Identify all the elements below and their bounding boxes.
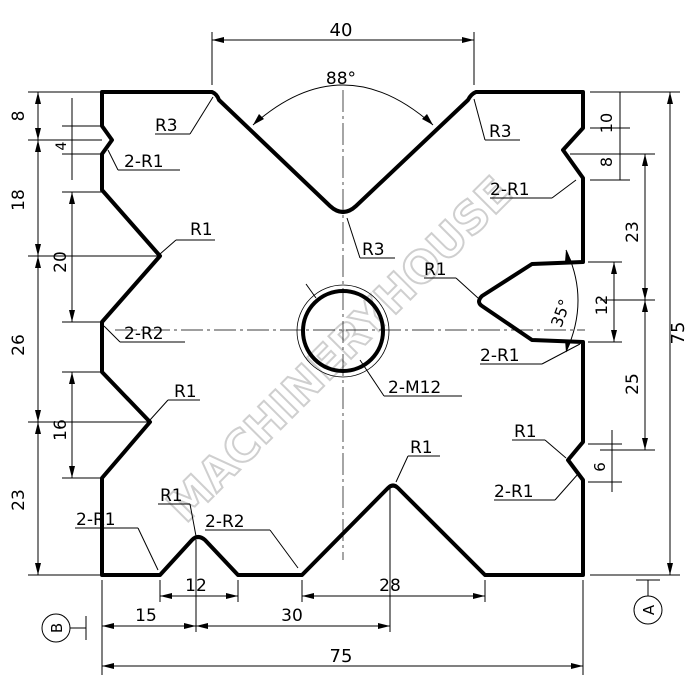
dim-v-angle-top: 88° xyxy=(326,69,356,89)
dim-right-10: 10 xyxy=(597,113,616,133)
dim-right-6: 6 xyxy=(591,462,609,472)
dim-bottom-30: 30 xyxy=(281,606,303,626)
dim-hole: 2-M12 xyxy=(388,378,441,398)
dim-right-2r1-mid: 2-R1 xyxy=(480,346,520,366)
dim-left-2r1: 2-R1 xyxy=(124,152,164,172)
dim-left-r1-upper: R1 xyxy=(190,220,213,240)
dim-bottom-r1: R1 xyxy=(160,486,183,506)
dim-right-25: 25 xyxy=(623,373,643,395)
dim-r3-right: R3 xyxy=(489,122,512,142)
part-outline xyxy=(100,90,585,577)
dim-left-18: 18 xyxy=(9,189,29,211)
dim-left-2r2: 2-R2 xyxy=(124,324,164,344)
datum-a-label: A xyxy=(640,604,658,615)
dim-right-2r1-lower: 2-R1 xyxy=(494,482,534,502)
thread-circle xyxy=(296,284,390,378)
dim-bottom-75: 75 xyxy=(330,646,353,667)
dim-right-75: 75 xyxy=(668,322,689,345)
dim-top-width: 40 xyxy=(330,20,353,41)
dim-bottom-28: 28 xyxy=(379,576,401,596)
dim-left-r1-lower: R1 xyxy=(174,382,197,402)
dim-right-35: 35° xyxy=(547,297,575,330)
dim-right-12: 12 xyxy=(592,295,611,315)
dim-left-26: 26 xyxy=(9,334,29,356)
dim-r3-bottom: R3 xyxy=(362,240,385,260)
dim-bottom-15: 15 xyxy=(135,606,157,626)
dim-bottom-12: 12 xyxy=(185,576,207,596)
dim-right-r1: R1 xyxy=(424,260,447,280)
dim-right-8: 8 xyxy=(597,157,616,167)
dim-right-2r1-upper: 2-R1 xyxy=(490,180,530,200)
dim-right-23: 23 xyxy=(623,221,643,243)
dim-bottom-2r1: 2-R1 xyxy=(76,510,116,530)
dim-left-20: 20 xyxy=(51,251,71,273)
datum-a-circle xyxy=(633,595,663,625)
dim-left-8: 8 xyxy=(9,111,29,122)
dim-bottom-2r2: 2-R2 xyxy=(205,512,245,532)
dim-right-r1-lower: R1 xyxy=(514,422,537,442)
datum-b-label: B xyxy=(48,623,66,633)
dim-r3-left: R3 xyxy=(155,116,178,136)
dim-bottom-r1-right: R1 xyxy=(410,438,433,458)
dim-left-23: 23 xyxy=(9,489,29,511)
dim-left-16: 16 xyxy=(51,419,71,441)
threaded-hole xyxy=(301,289,385,373)
dim-left-4: 4 xyxy=(54,141,70,150)
